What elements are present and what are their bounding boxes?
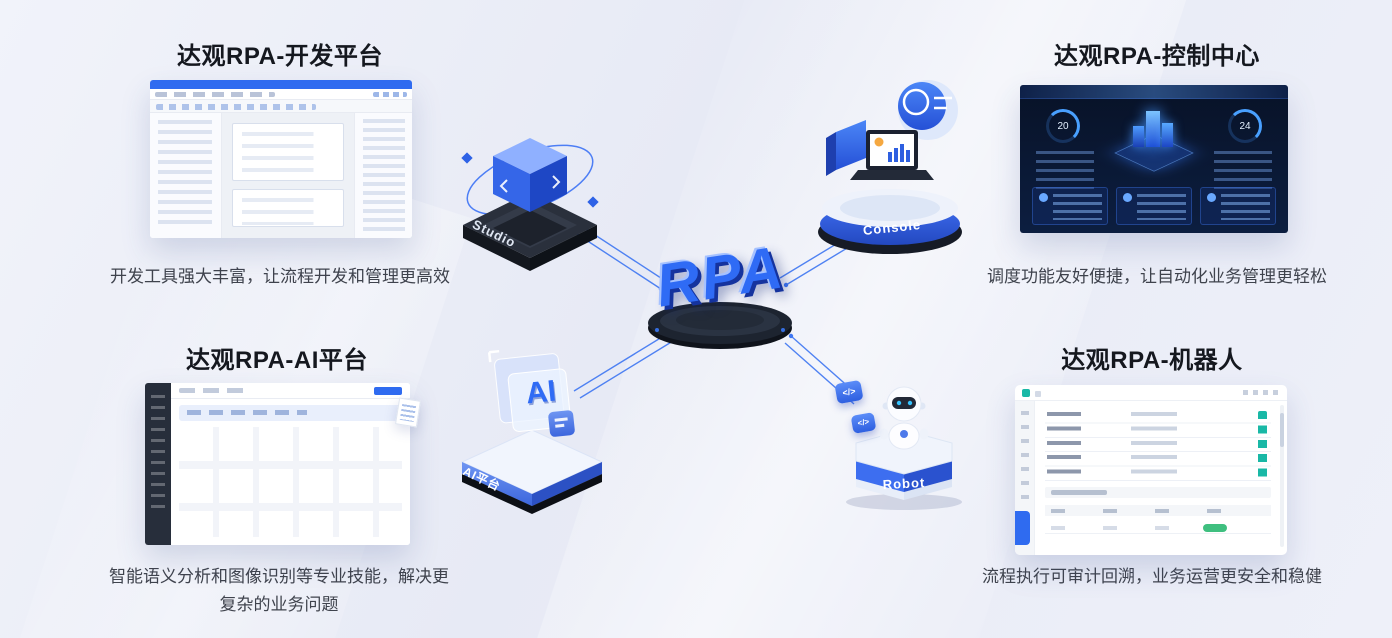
rpa-hub: RPA [645,233,795,355]
document-icon [395,397,421,428]
dev-platform-caption: 开发工具强大丰富，让流程开发和管理更高效 [110,267,450,286]
robot-shot-task-list [1045,409,1271,481]
robot-shot-section-header [1045,487,1271,498]
ai-panel-glyph: AI [524,374,558,411]
ctl-shot-robot-card [1200,187,1276,225]
ai-shot-document-grid [179,427,402,537]
robot-caption: 流程执行可审计回溯，业务运营更安全和稳健 [982,567,1322,586]
ctl-shot-stats-panel-left [1036,151,1094,189]
ai-platform-screenshot [145,383,421,545]
robot-shot-table-header [1045,505,1271,516]
control-center-caption: 调度功能友好便捷，让自动化业务管理更轻松 [987,267,1327,286]
robot-screenshot [1015,385,1287,555]
ctl-gauge-right-value: 24 [1239,120,1251,132]
ai-shot-header [171,383,410,399]
studio-node: Studio [455,80,605,275]
robot-title: 达观RPA-机器人 [1061,347,1243,374]
ai-shot-sidebar [145,383,171,545]
dev-shot-form-panel [232,189,344,227]
dev-shot-body [150,113,412,238]
dev-shot-properties-panel [354,113,412,238]
ai-shot-main [171,383,410,545]
robot-icon [846,386,962,510]
dev-shot-toolbar [150,100,412,113]
robot-shot-table-row [1045,521,1271,534]
control-center-title: 达观RPA-控制中心 [1054,43,1260,70]
console-icon [818,80,962,254]
robot-shot-titlebar [1015,385,1287,401]
ai-platform-icon [460,349,604,514]
robot-node: </> </> Robot [822,330,987,515]
console-node: Console [808,72,973,262]
ai-node: AI AI平台 [448,318,616,518]
robot-shot-run-buttons [1258,411,1267,479]
ctl-shot-building-tower [1133,126,1144,147]
hub-disc [648,302,792,349]
ai-shot-window [145,383,410,545]
dev-shot-menubar [150,89,412,100]
ai-shot-banner [179,405,402,421]
ctl-shot-building-tower [1146,111,1160,147]
ctl-shot-robot-card [1032,187,1108,225]
dev-shot-titlebar [150,80,412,89]
ai-platform-title: 达观RPA-AI平台 [186,347,368,374]
ctl-shot-header [1020,85,1288,99]
ctl-shot-gauge-right: 24 [1228,109,1262,143]
ctl-shot-robot-cards [1032,187,1276,225]
dev-shot-flow-canvas [222,113,354,238]
ctl-shot-stats-panel-right [1214,151,1272,189]
status-badge [1203,524,1227,532]
ctl-shot-gauge-left: 20 [1046,109,1080,143]
ctl-gauge-left-value: 20 [1057,120,1069,132]
control-center-screenshot: 20 24 [1020,85,1288,233]
dev-shot-form-panel [232,123,344,181]
ctl-shot-robot-card [1116,187,1192,225]
robot-shot-scrollbar [1280,405,1284,547]
dev-platform-screenshot [150,80,412,238]
dev-platform-title: 达观RPA-开发平台 [177,43,383,70]
ai-platform-caption: 智能语义分析和图像识别等专业技能，解决更复杂的业务问题 [109,567,449,615]
ctl-shot-building-tower [1162,123,1173,147]
robot-shot-sidebar-tab [1015,511,1030,545]
studio-icon [461,138,599,271]
dev-shot-activity-tree [150,113,222,238]
